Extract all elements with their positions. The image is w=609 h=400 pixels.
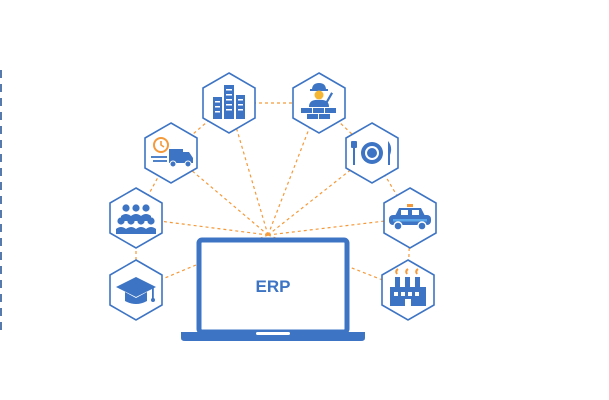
node-automotive <box>383 187 437 249</box>
plate-fork-knife-icon <box>351 141 392 165</box>
node-construction <box>292 72 346 134</box>
node-food-service <box>345 122 399 184</box>
laptop-notch <box>256 332 290 335</box>
laptop-base <box>181 332 365 341</box>
node-it-servers <box>202 72 256 134</box>
node-logistics <box>144 122 198 184</box>
graduation-cap-icon <box>116 277 156 304</box>
construction-worker-icon <box>301 83 336 119</box>
node-community <box>109 187 163 249</box>
delivery-truck-clock-icon <box>151 137 193 168</box>
laptop: ERP <box>181 237 365 341</box>
people-group-icon <box>116 204 156 234</box>
car-icon <box>389 204 431 231</box>
node-manufacturing <box>381 259 435 321</box>
erp-label: ERP <box>256 277 291 296</box>
server-racks-icon <box>213 85 245 119</box>
factory-icon <box>390 268 426 306</box>
node-education <box>109 259 163 321</box>
